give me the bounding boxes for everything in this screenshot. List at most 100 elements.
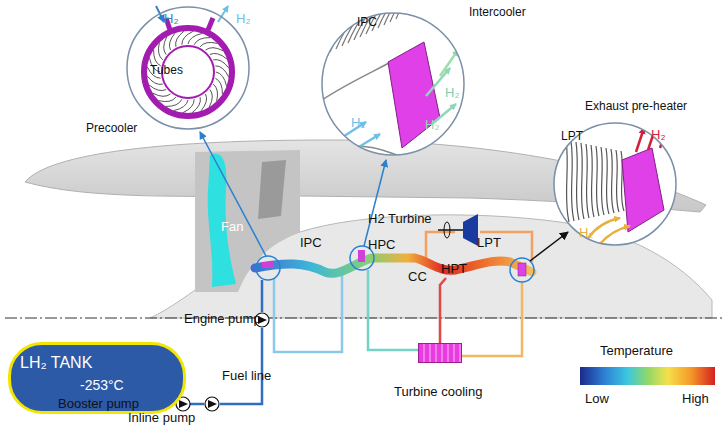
tube-arc [192,97,200,113]
blade-line [616,150,619,212]
blade-line [566,140,569,222]
pump-symbols-part [208,400,217,408]
tube-arc [206,48,224,51]
blade-line [576,142,579,220]
blade-line [611,149,614,213]
tube-arc [213,84,217,101]
tube-arc [200,42,217,46]
part-label: CC [408,270,427,284]
part-label: Low [585,392,609,406]
node-heading: Exhaust pre-heater [585,100,687,113]
callout-circle: IntercoolerIPCH₂H₂H₂ [321,12,465,156]
h2-turbine-symbol [438,214,478,246]
blade-line [596,146,599,216]
engine-callout-markers-part [200,132,266,256]
blade-line [586,144,589,218]
part-label: Fan [221,220,243,234]
node-text: H₂ [351,116,365,130]
circle-border [127,7,249,129]
tube-arc [159,97,176,101]
part-label: Engine pump [184,312,261,326]
fluid-lines-part [462,282,522,356]
engine-callout-markers-part [256,256,280,280]
circle-outline [126,6,250,130]
callout-backgrounds-part [322,13,464,155]
callout-backgrounds-part [127,6,249,128]
node-text: H₂ [425,118,439,132]
engine-callout-markers-part [510,258,534,282]
centerline [5,318,722,319]
precooler-detail-part [144,28,232,116]
blade-line [318,24,338,58]
preheater-detail-part [622,148,664,232]
callout-backgrounds [127,6,676,245]
node-heading: Precooler [86,122,137,135]
node-text: Tubes [150,64,183,77]
node-text: H₂ [445,86,459,100]
blade-line [601,147,604,215]
node-text: H₂ [651,128,665,142]
engine-callout-markers-part [262,262,274,268]
tube-arc [149,85,166,91]
tube-arc [176,31,184,47]
intercooler-detail-part [354,134,380,150]
callout-circle: PrecoolerH₂H₂Tubes [126,6,250,130]
fluid-lines-part [190,403,204,406]
circle-border [554,123,676,245]
nacelle-part [258,160,286,219]
engine-core [255,258,532,273]
preheater-detail-part [600,226,630,244]
engine-callout-markers-part [364,160,386,246]
tube-arc [213,60,229,68]
fluid-lines-part [440,278,446,343]
intercooler-detail-part [440,50,458,76]
callout-backgrounds-part [554,123,676,245]
part-label: Temperature [600,344,673,358]
tube-arc [215,78,222,94]
node-text: H₂ [164,12,178,26]
part-label: Booster pump [58,397,139,411]
tube-arc [209,90,212,108]
h2-turbine-symbol-part [463,214,478,246]
circle-outline [321,12,465,156]
blade-line [581,143,584,219]
node-text: LPT [561,130,583,143]
precooler-detail [144,6,232,116]
tube-arc [153,93,171,96]
pump-symbols-part [179,400,188,408]
intercooler-detail-part [388,42,440,148]
part-label: HPC [368,238,395,252]
engine-callout-markers-part [358,250,365,262]
tube-arc [215,66,228,77]
tube-arcs [147,31,229,113]
intercooler-detail-part [330,146,410,160]
part-label: IPC [300,236,322,250]
part-label: High [682,392,709,406]
preheater-detail-part [636,128,644,152]
part-label: Inline pump [128,411,195,425]
circle-border [322,13,464,155]
pump-symbols-part [205,397,219,411]
node-text: LH₂ TANK [20,354,92,372]
fluid-lines-part [220,328,262,404]
turbine-blades [566,140,624,222]
node-text: IPC [357,16,377,29]
temperature-colorbar [580,367,715,385]
fluid-lines-part [274,266,352,352]
node-text: H₂ [579,226,593,240]
node-heading: Intercooler [469,6,526,19]
part-label: Fuel line [222,369,271,383]
pump-symbols [176,313,269,411]
engine-callout-markers-part [530,232,568,261]
fluid-lines-part [261,280,264,312]
node-text: H₂ [236,12,250,26]
tube-arc [147,76,163,84]
tube-arc [169,33,175,50]
part-label: LPT [477,236,501,250]
tube-arc [164,37,167,55]
compressor-blades [318,0,416,58]
blade-line [606,148,609,214]
fluid-lines-part [426,232,455,262]
tube-arc [201,94,207,111]
